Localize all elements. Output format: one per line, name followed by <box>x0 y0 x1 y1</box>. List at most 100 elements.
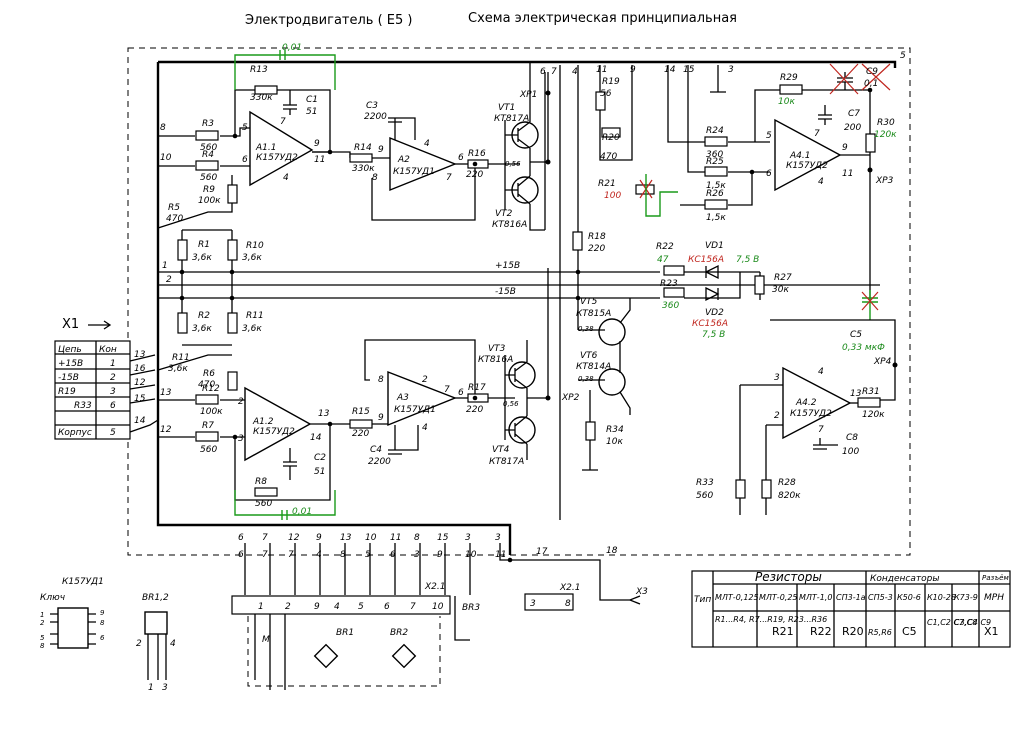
svg-text:6: 6 <box>238 533 244 543</box>
svg-text:2200: 2200 <box>368 457 391 467</box>
wire-r27 <box>680 172 753 206</box>
svg-text:360: 360 <box>662 301 679 311</box>
x1-wire-number: 12 <box>134 378 146 388</box>
svg-text:C1: C1 <box>306 95 318 105</box>
svg-text:560: 560 <box>696 491 713 501</box>
resistor-r1 <box>177 239 188 261</box>
svg-text:X2.1: X2.1 <box>424 582 445 592</box>
svg-text:R31: R31 <box>862 387 880 397</box>
svg-text:3: 3 <box>238 434 244 444</box>
svg-text:VT2: VT2 <box>495 209 513 219</box>
svg-text:VD1: VD1 <box>705 241 724 251</box>
svg-text:1,5к: 1,5к <box>706 181 726 191</box>
svg-text:МЛТ-0,125: МЛТ-0,125 <box>715 593 759 602</box>
svg-text:7: 7 <box>262 550 268 560</box>
svg-text:R11: R11 <box>246 311 264 321</box>
svg-text:R7: R7 <box>202 421 214 431</box>
resistor-r10 <box>227 239 238 261</box>
svg-text:6: 6 <box>390 550 396 560</box>
svg-text:R22: R22 <box>656 242 674 252</box>
wire-pin7-4 <box>559 65 579 520</box>
wire-c5-xp4 <box>770 319 896 401</box>
svg-text:3: 3 <box>162 683 168 693</box>
svg-text:R1: R1 <box>198 240 210 250</box>
svg-text:BR1: BR1 <box>336 628 354 638</box>
resistor-r8 <box>195 431 219 442</box>
resistor-r30 <box>779 84 803 95</box>
opamp-a3 <box>387 370 457 427</box>
svg-text:R20: R20 <box>842 625 864 638</box>
svg-text:6: 6 <box>458 153 464 163</box>
bridge-wires <box>181 229 233 346</box>
svg-text:3: 3 <box>728 65 734 75</box>
svg-text:560: 560 <box>255 499 272 509</box>
svg-text:R8: R8 <box>255 477 267 487</box>
svg-text:R17: R17 <box>468 383 486 393</box>
svg-text:560: 560 <box>200 173 217 183</box>
svg-text:7: 7 <box>818 425 824 435</box>
svg-text:5: 5 <box>358 602 364 612</box>
svg-text:9: 9 <box>630 65 636 75</box>
svg-text:R22: R22 <box>810 625 832 638</box>
motor-windings <box>254 614 286 690</box>
svg-text:100к: 100к <box>198 196 221 206</box>
svg-text:К157УД2: К157УД2 <box>253 427 295 437</box>
svg-text:9: 9 <box>378 413 384 423</box>
resistor-r29 <box>761 479 772 499</box>
x1-row-circuit: -15В <box>58 373 79 383</box>
cap-c4 <box>388 425 419 455</box>
svg-text:10: 10 <box>432 602 444 612</box>
wire-a3-fb <box>364 339 476 398</box>
svg-text:100к: 100к <box>200 407 223 417</box>
svg-text:13: 13 <box>318 409 330 419</box>
opamp-a1-2 <box>244 386 312 462</box>
svg-text:C4: C4 <box>370 445 382 455</box>
svg-text:11: 11 <box>495 550 506 560</box>
svg-text:C2: C2 <box>314 453 326 463</box>
svg-text:R10: R10 <box>246 241 264 251</box>
x1-row-circuit: R19 <box>58 387 76 397</box>
svg-text:9: 9 <box>100 609 105 617</box>
x1-wires <box>129 354 159 433</box>
svg-text:R29: R29 <box>780 73 798 83</box>
wire-vt34-out <box>526 340 548 460</box>
svg-text:КТ817А: КТ817А <box>489 457 524 467</box>
svg-text:BR2: BR2 <box>390 628 408 638</box>
svg-text:8: 8 <box>372 173 378 183</box>
resistor-r11 <box>227 312 238 334</box>
svg-text:К157УД2: К157УД2 <box>786 161 828 171</box>
svg-text:220: 220 <box>588 244 605 254</box>
br-pinout: BR1,2 2 4 1 3 <box>136 593 176 693</box>
br3-coil <box>454 596 470 641</box>
svg-text:1: 1 <box>40 611 44 619</box>
svg-text:8: 8 <box>378 375 384 385</box>
svg-text:R2: R2 <box>198 311 210 321</box>
rail-plus: +15В <box>495 261 520 271</box>
svg-text:МЛТ-0,25: МЛТ-0,25 <box>759 593 798 602</box>
svg-text:МЛТ-1,0: МЛТ-1,0 <box>799 593 832 602</box>
svg-text:7: 7 <box>280 117 286 127</box>
svg-text:10: 10 <box>160 153 172 163</box>
svg-text:0,38: 0,38 <box>578 325 594 333</box>
svg-text:R15: R15 <box>352 407 370 417</box>
added-cap-bottom <box>234 490 336 520</box>
svg-text:0,56: 0,56 <box>505 160 521 168</box>
svg-text:11: 11 <box>390 533 401 543</box>
svg-text:VD2: VD2 <box>705 308 724 318</box>
wire-in8 <box>158 127 250 137</box>
svg-text:К157УД1: К157УД1 <box>393 167 435 177</box>
resistor-r16 <box>349 419 373 429</box>
svg-text:BR3: BR3 <box>462 603 480 613</box>
svg-text:7: 7 <box>288 550 294 560</box>
resistor-r28 <box>754 275 765 295</box>
svg-text:7: 7 <box>551 67 557 77</box>
svg-text:560: 560 <box>200 143 217 153</box>
top-bus <box>158 60 897 68</box>
svg-text:R26: R26 <box>706 189 724 199</box>
svg-text:A1.2: A1.2 <box>252 417 274 427</box>
svg-text:3,6к: 3,6к <box>242 253 262 263</box>
cap-c3 <box>388 117 416 140</box>
svg-text:8: 8 <box>100 619 105 627</box>
r22-green-rework <box>645 174 678 217</box>
x3-arrow <box>629 595 641 605</box>
